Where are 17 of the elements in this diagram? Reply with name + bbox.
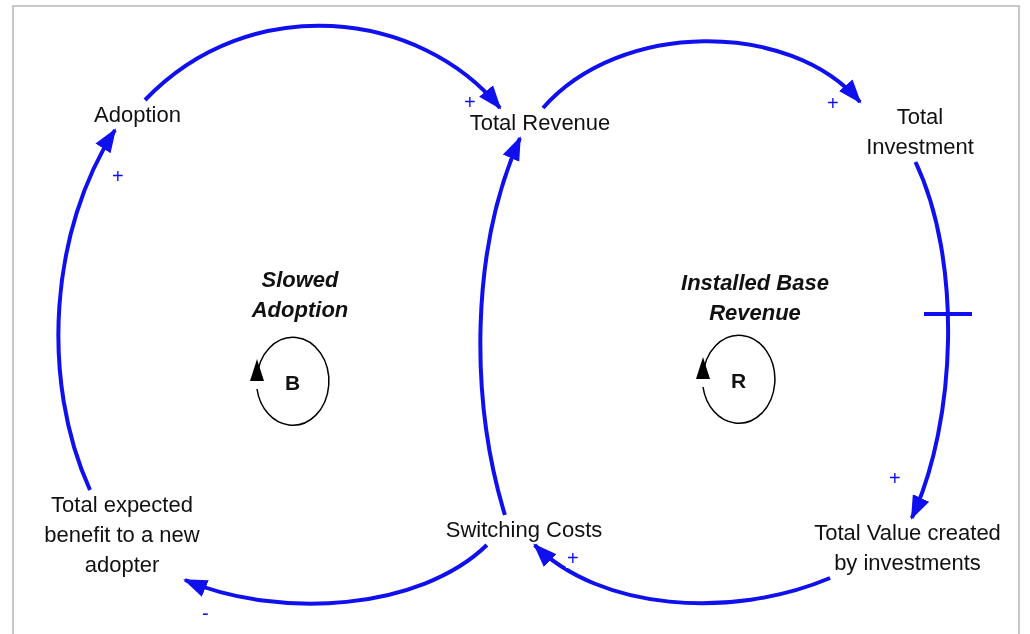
variable-label: Switching Costs (445, 516, 603, 544)
variable-label: Adoption (94, 101, 181, 129)
causal-arrow (533, 543, 831, 606)
loop-type-label: R (731, 369, 748, 393)
loop-name: Slowed Adoption (250, 266, 350, 324)
loop-name: Installed Base Revenue (680, 269, 830, 327)
loop-type-label: B (285, 371, 302, 395)
causal-arrow (143, 24, 502, 110)
causal-arrow (183, 543, 489, 606)
causal-arrow (909, 161, 950, 520)
variable-label: Total Value created by investments (813, 519, 1002, 577)
variable-label: Total Revenue (469, 109, 611, 137)
variable-label: Total expected benefit to a new adopter (43, 491, 201, 579)
variable-label: Total Investment (865, 103, 975, 161)
causal-arrow (56, 128, 117, 491)
causal-arrow (478, 136, 522, 516)
causal-arrow (541, 39, 862, 110)
